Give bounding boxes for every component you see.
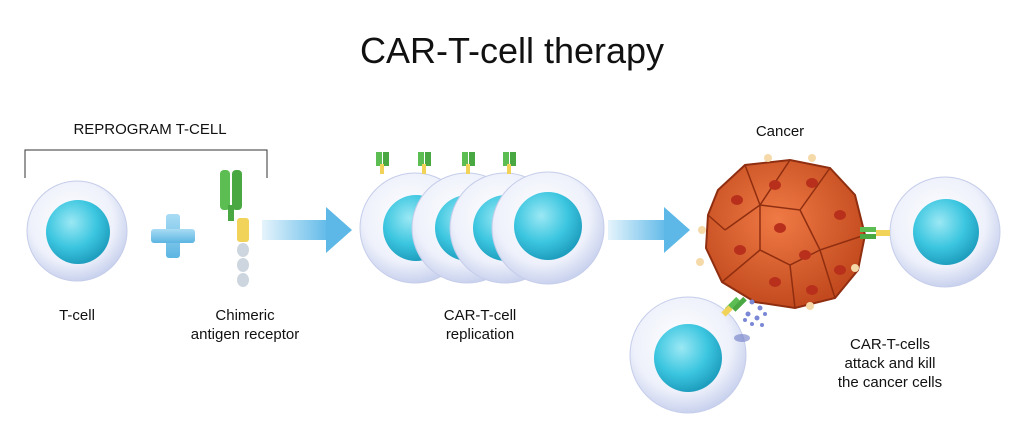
- reprogram-label: REPROGRAM T-CELL: [73, 121, 227, 138]
- cancer-label: Cancer: [755, 123, 805, 140]
- cancer-cell-icon: [696, 154, 867, 310]
- car-t-cell-icon: [491, 152, 605, 285]
- car-t-cell-icon: [629, 296, 750, 414]
- plus-icon: [151, 214, 195, 258]
- t-cell-icon: [26, 180, 128, 282]
- receptor-label-line2: antigen receptor: [190, 326, 300, 343]
- receptor-label-line1: Chimeric: [215, 307, 275, 324]
- replication-label: CAR-T-cell replication: [405, 306, 555, 344]
- arrow-right-icon: [262, 207, 352, 253]
- replication-label-line1: CAR-T-cell: [443, 307, 517, 324]
- attack-label-line3: the cancer cells: [837, 374, 943, 391]
- car-t-cell-stack: [359, 152, 605, 285]
- arrow-right-icon: [608, 207, 690, 253]
- receptor-icon: [220, 170, 249, 287]
- granules: [743, 299, 767, 327]
- attack-label-line1: CAR-T-cells: [849, 336, 930, 353]
- receptor-label: Chimeric antigen receptor: [170, 306, 320, 344]
- attack-label-line2: attack and kill: [844, 355, 936, 372]
- replication-label-line2: replication: [445, 326, 515, 343]
- page-title: CAR-T-cell therapy: [359, 30, 665, 71]
- t-cell-label: T-cell: [59, 307, 95, 324]
- car-t-cell-icon: [860, 176, 1001, 288]
- attack-label: CAR-T-cells attack and kill the cancer c…: [810, 335, 970, 392]
- reprogram-bracket: [24, 149, 268, 178]
